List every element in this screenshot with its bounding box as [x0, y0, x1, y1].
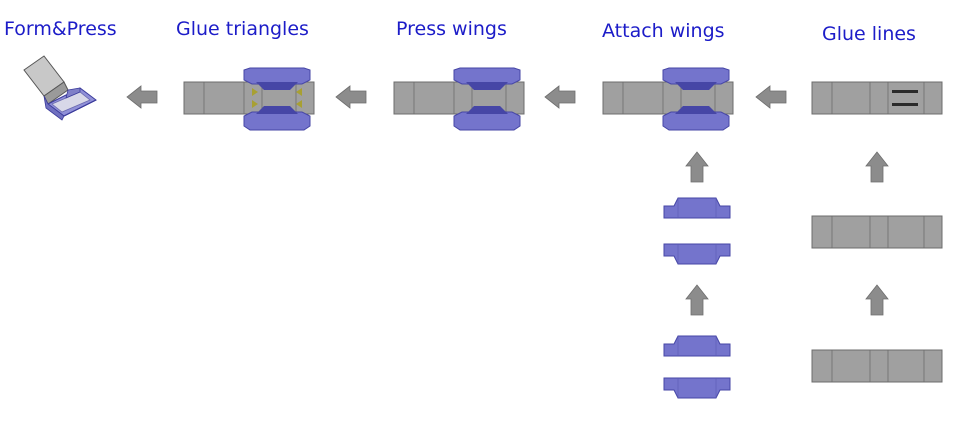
- arrow-up-icon: [865, 284, 889, 316]
- step-title-glue-lines: Glue lines: [822, 23, 916, 45]
- arrow-left-icon: [126, 85, 158, 109]
- arrow-left-icon: [335, 85, 367, 109]
- arrow-up-icon: [865, 151, 889, 183]
- arrow-left-icon: [544, 85, 576, 109]
- glue-triangle-icon: [252, 88, 258, 96]
- arrow-left-icon: [755, 85, 787, 109]
- attach-wings-assembly: [602, 67, 734, 131]
- glue-triangle-icon: [296, 100, 302, 108]
- press-wings-assembly: [393, 67, 525, 131]
- wing-piece: [663, 377, 731, 399]
- step-title-attach-wings: Attach wings: [602, 20, 725, 42]
- step-title-press-wings: Press wings: [396, 18, 507, 40]
- arrow-up-icon: [685, 284, 709, 316]
- unfolded-board: [811, 215, 943, 249]
- wing-piece: [663, 243, 731, 265]
- unfolded-board: [811, 349, 943, 383]
- arrow-up-icon: [685, 151, 709, 183]
- glue-line-icon: [892, 90, 918, 93]
- step-title-form-press: Form&Press: [4, 18, 117, 40]
- glue-triangles-assembly: [183, 67, 315, 131]
- formed-box-illustration: [23, 55, 97, 121]
- glue-triangle-icon: [296, 88, 302, 96]
- glue-triangle-icon: [252, 100, 258, 108]
- glue-lines-board: [811, 81, 943, 115]
- step-title-glue-triangles: Glue triangles: [176, 18, 309, 40]
- glue-line-icon: [892, 103, 918, 106]
- wing-piece: [663, 335, 731, 357]
- wing-piece: [663, 197, 731, 219]
